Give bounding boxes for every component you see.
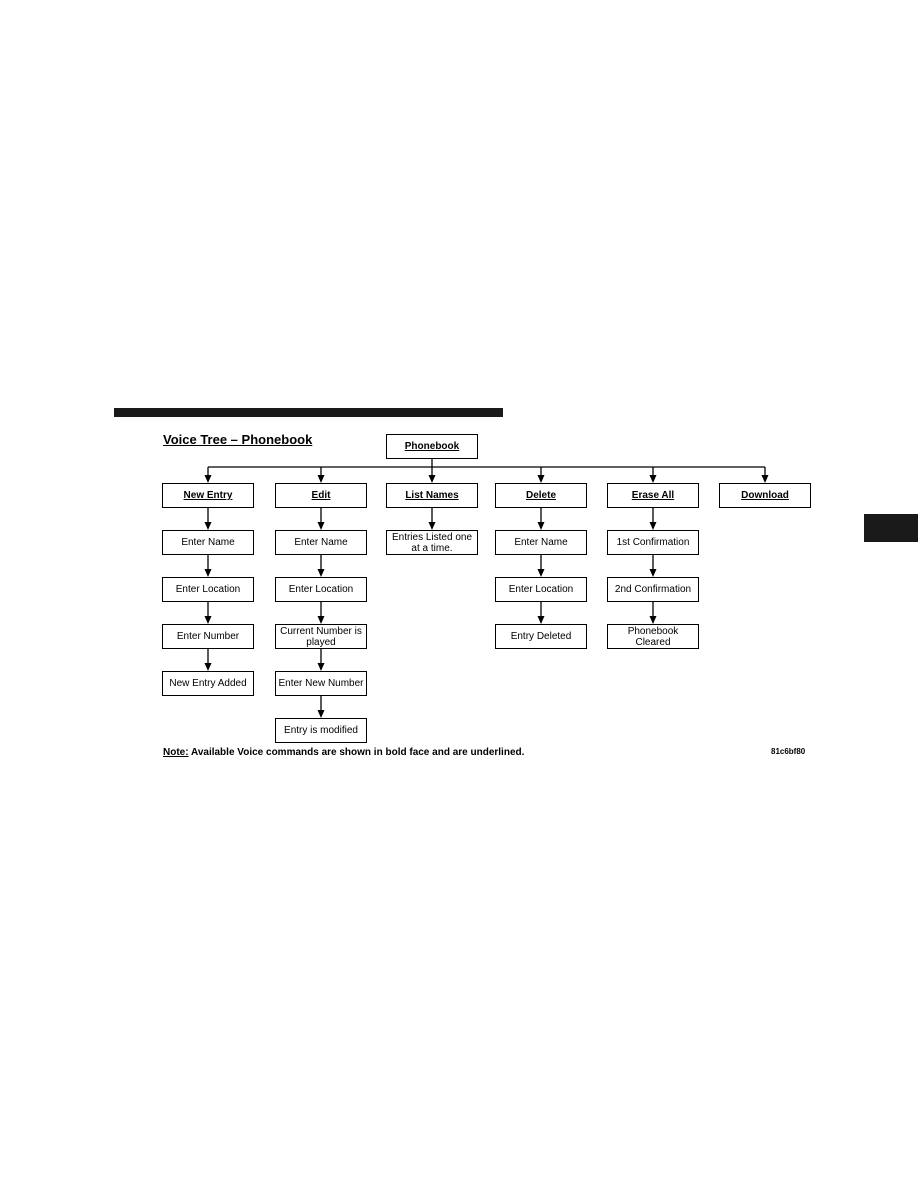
list-names-command-box: List Names bbox=[386, 483, 478, 508]
new-entry-step-box: Enter Location bbox=[162, 577, 254, 602]
delete-command-box: Delete bbox=[495, 483, 587, 508]
edit-step-box: Entry is modified bbox=[275, 718, 367, 743]
erase-all-step-box: 1st Confirmation bbox=[607, 530, 699, 555]
erase-all-step-box: Phonebook Cleared bbox=[607, 624, 699, 649]
note-text: Note: Available Voice commands are shown… bbox=[163, 747, 524, 758]
edit-command-box: Edit bbox=[275, 483, 367, 508]
diagram-title: Voice Tree – Phonebook bbox=[163, 432, 313, 447]
new-entry-step-box: New Entry Added bbox=[162, 671, 254, 696]
delete-step-box: Enter Location bbox=[495, 577, 587, 602]
chapter-tab bbox=[864, 514, 918, 542]
edit-step-box: Enter Name bbox=[275, 530, 367, 555]
edit-step-box: Enter Location bbox=[275, 577, 367, 602]
list-names-step-box: Entries Listed one at a time. bbox=[386, 530, 478, 555]
new-entry-step-box: Enter Number bbox=[162, 624, 254, 649]
note-label: Note: bbox=[163, 747, 189, 758]
download-command-box: Download bbox=[719, 483, 811, 508]
edit-step-box: Enter New Number bbox=[275, 671, 367, 696]
new-entry-command-box: New Entry bbox=[162, 483, 254, 508]
delete-step-box: Entry Deleted bbox=[495, 624, 587, 649]
phonebook-root-box: Phonebook bbox=[386, 434, 478, 459]
edit-step-box: Current Number is played bbox=[275, 624, 367, 649]
note-body: Available Voice commands are shown in bo… bbox=[188, 747, 525, 758]
section-rule bbox=[114, 408, 503, 417]
figure-code: 81c6bf80 bbox=[771, 747, 806, 756]
delete-step-box: Enter Name bbox=[495, 530, 587, 555]
erase-all-step-box: 2nd Confirmation bbox=[607, 577, 699, 602]
new-entry-step-box: Enter Name bbox=[162, 530, 254, 555]
erase-all-command-box: Erase All bbox=[607, 483, 699, 508]
